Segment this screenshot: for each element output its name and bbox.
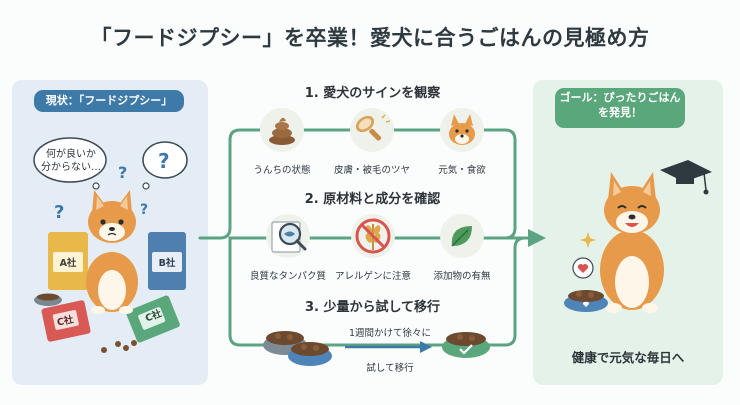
step1-item-poop-label: うんちの状態	[253, 165, 311, 176]
step2-item-allergen-label: アレルゲンに注意	[334, 271, 411, 282]
leaf-icon	[440, 214, 484, 258]
confused-shiba-icon	[86, 190, 138, 314]
bag-b-label: B社	[158, 258, 176, 269]
step3-note-line1: 1週間かけて徐々に	[348, 328, 432, 339]
step1-item-energy-label: 元気・食欲	[438, 165, 486, 176]
thought-bubble-small	[33, 137, 107, 190]
svg-text:?: ?	[158, 149, 170, 173]
food-bag-c-red	[41, 300, 91, 342]
question-mark-icon: ?	[54, 202, 64, 223]
confused-bubble-text: 何が良いか 分からない…	[41, 149, 101, 173]
heart-bubble-icon	[572, 257, 594, 279]
flow-arrow-head	[528, 229, 546, 247]
goal-caption: 健康で元気な毎日へ	[571, 350, 685, 365]
flow-line-step1	[198, 128, 517, 240]
sparkle-icon	[580, 232, 596, 248]
full-bowl-icon	[564, 290, 608, 312]
mixed-food-bowls	[263, 331, 332, 366]
step1-item-coat-label: 皮膚・被毛のツヤ	[333, 165, 410, 176]
step3-title: 3. 少量から試して移行	[304, 300, 441, 315]
step2-item-additive-label: 添加物の有無	[433, 271, 491, 282]
goal-label-line1: ゴール：ぴったりごはん	[559, 91, 681, 104]
step2-item-protein-label: 良質なタンパク質	[249, 271, 326, 282]
food-bag-a	[48, 232, 88, 290]
transition-arrow-head	[420, 341, 432, 353]
current-state-label: 現状：「フードジプシー」	[34, 90, 184, 112]
bag-a-label: A社	[59, 258, 77, 269]
empty-bowl	[34, 293, 62, 306]
question-mark-icon: ?	[118, 163, 127, 182]
step1-title: 1. 愛犬のサインを観察	[304, 86, 441, 101]
flow-line-step3	[228, 236, 527, 347]
check-bowl-icon	[442, 332, 490, 358]
poop-icon	[260, 108, 304, 152]
food-bag-c-green	[126, 295, 180, 343]
happy-dog-icon	[440, 108, 484, 152]
happy-shiba-icon	[600, 172, 664, 313]
step3-note-line2: 試して移行	[366, 363, 414, 374]
goal-label: ゴール：ぴったりごはん を発見！	[555, 88, 685, 128]
food-bag-b	[148, 232, 186, 290]
question-mark-icon: ?	[140, 202, 148, 218]
brush-icon	[350, 108, 394, 152]
goal-label-line2: を発見！	[598, 106, 642, 119]
page-title: 「フードジプシー」を卒業！愛犬に合うごはんの見極め方	[90, 26, 650, 50]
magnify-fish-icon	[266, 214, 310, 258]
step2-title: 2. 原材料と成分を確認	[304, 192, 441, 207]
no-wheat-icon	[351, 214, 395, 258]
scattered-kibble	[101, 340, 137, 353]
graduation-cap-icon	[660, 160, 712, 195]
thought-bubble-large: ?	[142, 141, 188, 190]
